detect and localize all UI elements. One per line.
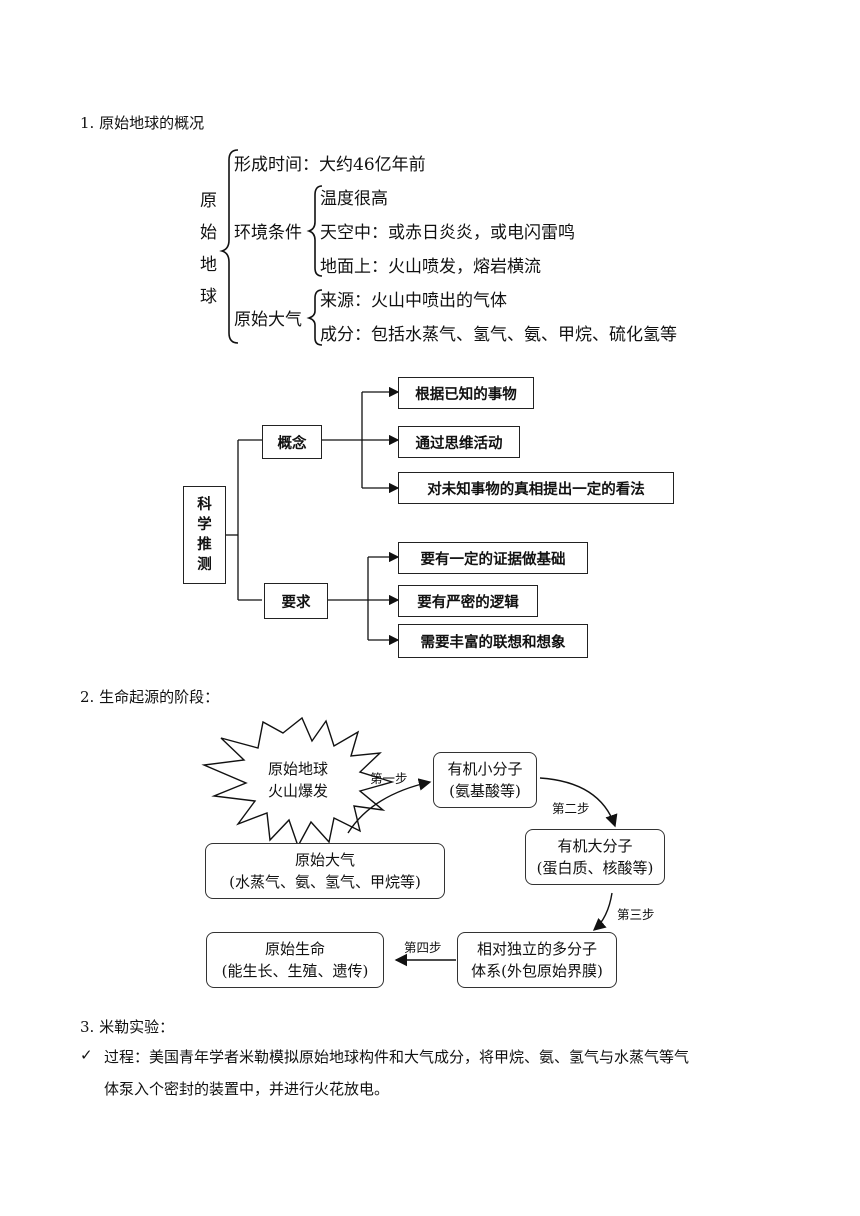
primitive-life-box: 原始生命 (能生长、生殖、遗传) xyxy=(206,932,384,988)
volcano-burst-shape xyxy=(201,716,395,848)
root-char: 球 xyxy=(200,287,217,307)
root-char: 原 xyxy=(200,191,217,211)
section-heading-2: 2. 生命起源的阶段： xyxy=(80,688,220,706)
box-title: 有机大分子 xyxy=(557,837,633,855)
volcano-label: 原始地球 火山爆发 xyxy=(248,758,348,802)
requirement-item: 需要丰富的联想和想象 xyxy=(398,624,588,658)
volcano-line: 原始地球 xyxy=(267,760,328,778)
checkmark-icon: ✓ xyxy=(80,1046,93,1064)
requirement-item: 要有一定的证据做基础 xyxy=(398,542,588,574)
section-heading-3: 3. 米勒实验： xyxy=(80,1018,175,1036)
box-title: 有机小分子 xyxy=(447,760,523,778)
step1-label: 第一步 xyxy=(370,771,408,786)
box-title: 相对独立的多分子 xyxy=(476,940,597,958)
box-detail: (水蒸气、氨、氢气、甲烷等) xyxy=(229,873,421,891)
atmo-item: 成分：包括水蒸气、氢气、氨、甲烷、硫化氢等 xyxy=(320,325,677,345)
miller-process-text: 过程：美国青年学者米勒模拟原始地球构件和大气成分，将甲烷、氨、氢气与水蒸气等气 xyxy=(104,1048,690,1066)
concept-item: 根据已知的事物 xyxy=(398,377,534,409)
atmo-item: 来源：火山中喷出的气体 xyxy=(320,291,507,311)
root-char: 推 xyxy=(197,537,212,553)
small-molecules-box: 有机小分子 (氨基酸等) xyxy=(433,752,537,808)
primitive-atmosphere-box: 原始大气 (水蒸气、氨、氢气、甲烷等) xyxy=(205,843,445,899)
root-char: 始 xyxy=(200,223,217,243)
concept-box: 概念 xyxy=(262,425,322,459)
tree1-root: 原 始 地 球 xyxy=(200,185,217,313)
concept-item: 通过思维活动 xyxy=(398,426,520,458)
requirement-item: 要有严密的逻辑 xyxy=(398,585,538,617)
requirement-box: 要求 xyxy=(264,583,328,619)
env-label: 环境条件 xyxy=(234,223,302,243)
root-char: 学 xyxy=(197,517,212,533)
formation-time: 形成时间：大约46亿年前 xyxy=(234,155,426,175)
root-char: 科 xyxy=(197,497,212,513)
box-detail: (蛋白质、核酸等) xyxy=(536,859,654,877)
section-heading-1: 1. 原始地球的概况 xyxy=(80,114,205,132)
env-item: 地面上：火山喷发，熔岩横流 xyxy=(320,257,541,277)
root-box: 科 学 推 测 xyxy=(183,486,226,584)
concept-item: 对未知事物的真相提出一定的看法 xyxy=(398,472,674,504)
large-molecules-box: 有机大分子 (蛋白质、核酸等) xyxy=(525,829,665,885)
multimolecular-system-box: 相对独立的多分子 体系(外包原始界膜) xyxy=(457,932,617,988)
volcano-line: 火山爆发 xyxy=(267,782,328,800)
box-title: 原始大气 xyxy=(294,851,355,869)
box-detail: (能生长、生殖、遗传) xyxy=(221,962,369,980)
root-char: 地 xyxy=(200,255,217,275)
atmo-label: 原始大气 xyxy=(234,310,302,330)
box-detail: (氨基酸等) xyxy=(449,782,521,800)
box-detail: 体系(外包原始界膜) xyxy=(471,962,603,980)
miller-process-text-cont: 体泵入个密封的装置中，并进行火花放电。 xyxy=(104,1080,390,1098)
step2-label: 第二步 xyxy=(552,801,590,816)
box-title: 原始生命 xyxy=(264,940,325,958)
env-item: 天空中：或赤日炎炎，或电闪雷鸣 xyxy=(320,223,575,243)
step3-label: 第三步 xyxy=(617,907,655,922)
root-char: 测 xyxy=(197,557,212,573)
env-item: 温度很高 xyxy=(320,189,388,209)
step4-label: 第四步 xyxy=(404,940,442,955)
